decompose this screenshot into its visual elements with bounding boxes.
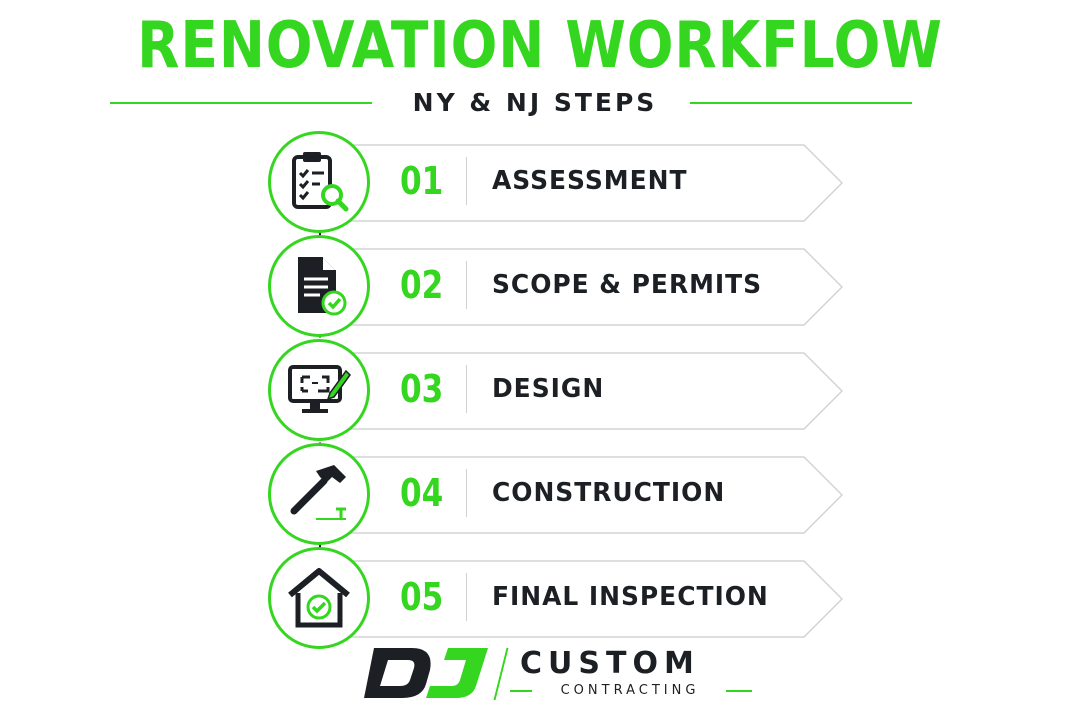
- step-icon-circle: [268, 443, 370, 545]
- brand-name: CUSTOM: [520, 646, 700, 681]
- step-number: 02: [400, 263, 444, 307]
- hammer-icon: [290, 465, 346, 520]
- clipboard-search-icon: [292, 152, 349, 212]
- document-check-icon: [298, 257, 347, 316]
- step-divider: [466, 573, 467, 621]
- step-divider: [466, 469, 467, 517]
- workflow-step-3: 03 DESIGN: [268, 339, 848, 443]
- step-label: CONSTRUCTION: [492, 478, 726, 508]
- step-label: DESIGN: [492, 374, 605, 404]
- step-icon-circle: [268, 131, 370, 233]
- tagline-rule-left: [510, 690, 532, 692]
- subtitle-row: NY & NJ STEPS: [110, 88, 912, 118]
- workflow-step-5: 05 FINAL INSPECTION: [268, 547, 848, 651]
- step-label: ASSESSMENT: [492, 166, 688, 196]
- step-divider: [466, 365, 467, 413]
- step-label: FINAL INSPECTION: [492, 582, 769, 612]
- step-divider: [466, 157, 467, 205]
- step-number: 03: [400, 367, 444, 411]
- step-icon-circle: [268, 547, 370, 649]
- step-label: SCOPE & PERMITS: [492, 270, 763, 300]
- step-number: 05: [400, 575, 444, 619]
- dj-logo-mark: [364, 648, 488, 698]
- brand-tagline: CONTRACTING: [560, 683, 700, 698]
- brand-logo: CUSTOM CONTRACTING: [360, 640, 760, 704]
- tagline-rule-right: [726, 690, 752, 692]
- step-icon-circle: [268, 235, 370, 337]
- step-number: 04: [400, 471, 444, 515]
- step-divider: [466, 261, 467, 309]
- page-title: RENOVATION WORKFLOW: [137, 9, 943, 83]
- workflow-step-1: 01 ASSESSMENT: [268, 131, 848, 235]
- workflow-step-2: 02 SCOPE & PERMITS: [268, 235, 848, 339]
- subtitle-rule-right: [690, 102, 912, 104]
- workflow-step-4: 04 CONSTRUCTION: [268, 443, 848, 547]
- brand-tagline-row: CONTRACTING: [510, 682, 752, 700]
- step-number: 01: [400, 159, 444, 203]
- subtitle-rule-left: [110, 102, 372, 104]
- monitor-blueprint-pencil-icon: [288, 365, 351, 413]
- page-subtitle: NY & NJ STEPS: [412, 88, 658, 117]
- house-check-icon: [288, 568, 350, 628]
- step-icon-circle: [268, 339, 370, 441]
